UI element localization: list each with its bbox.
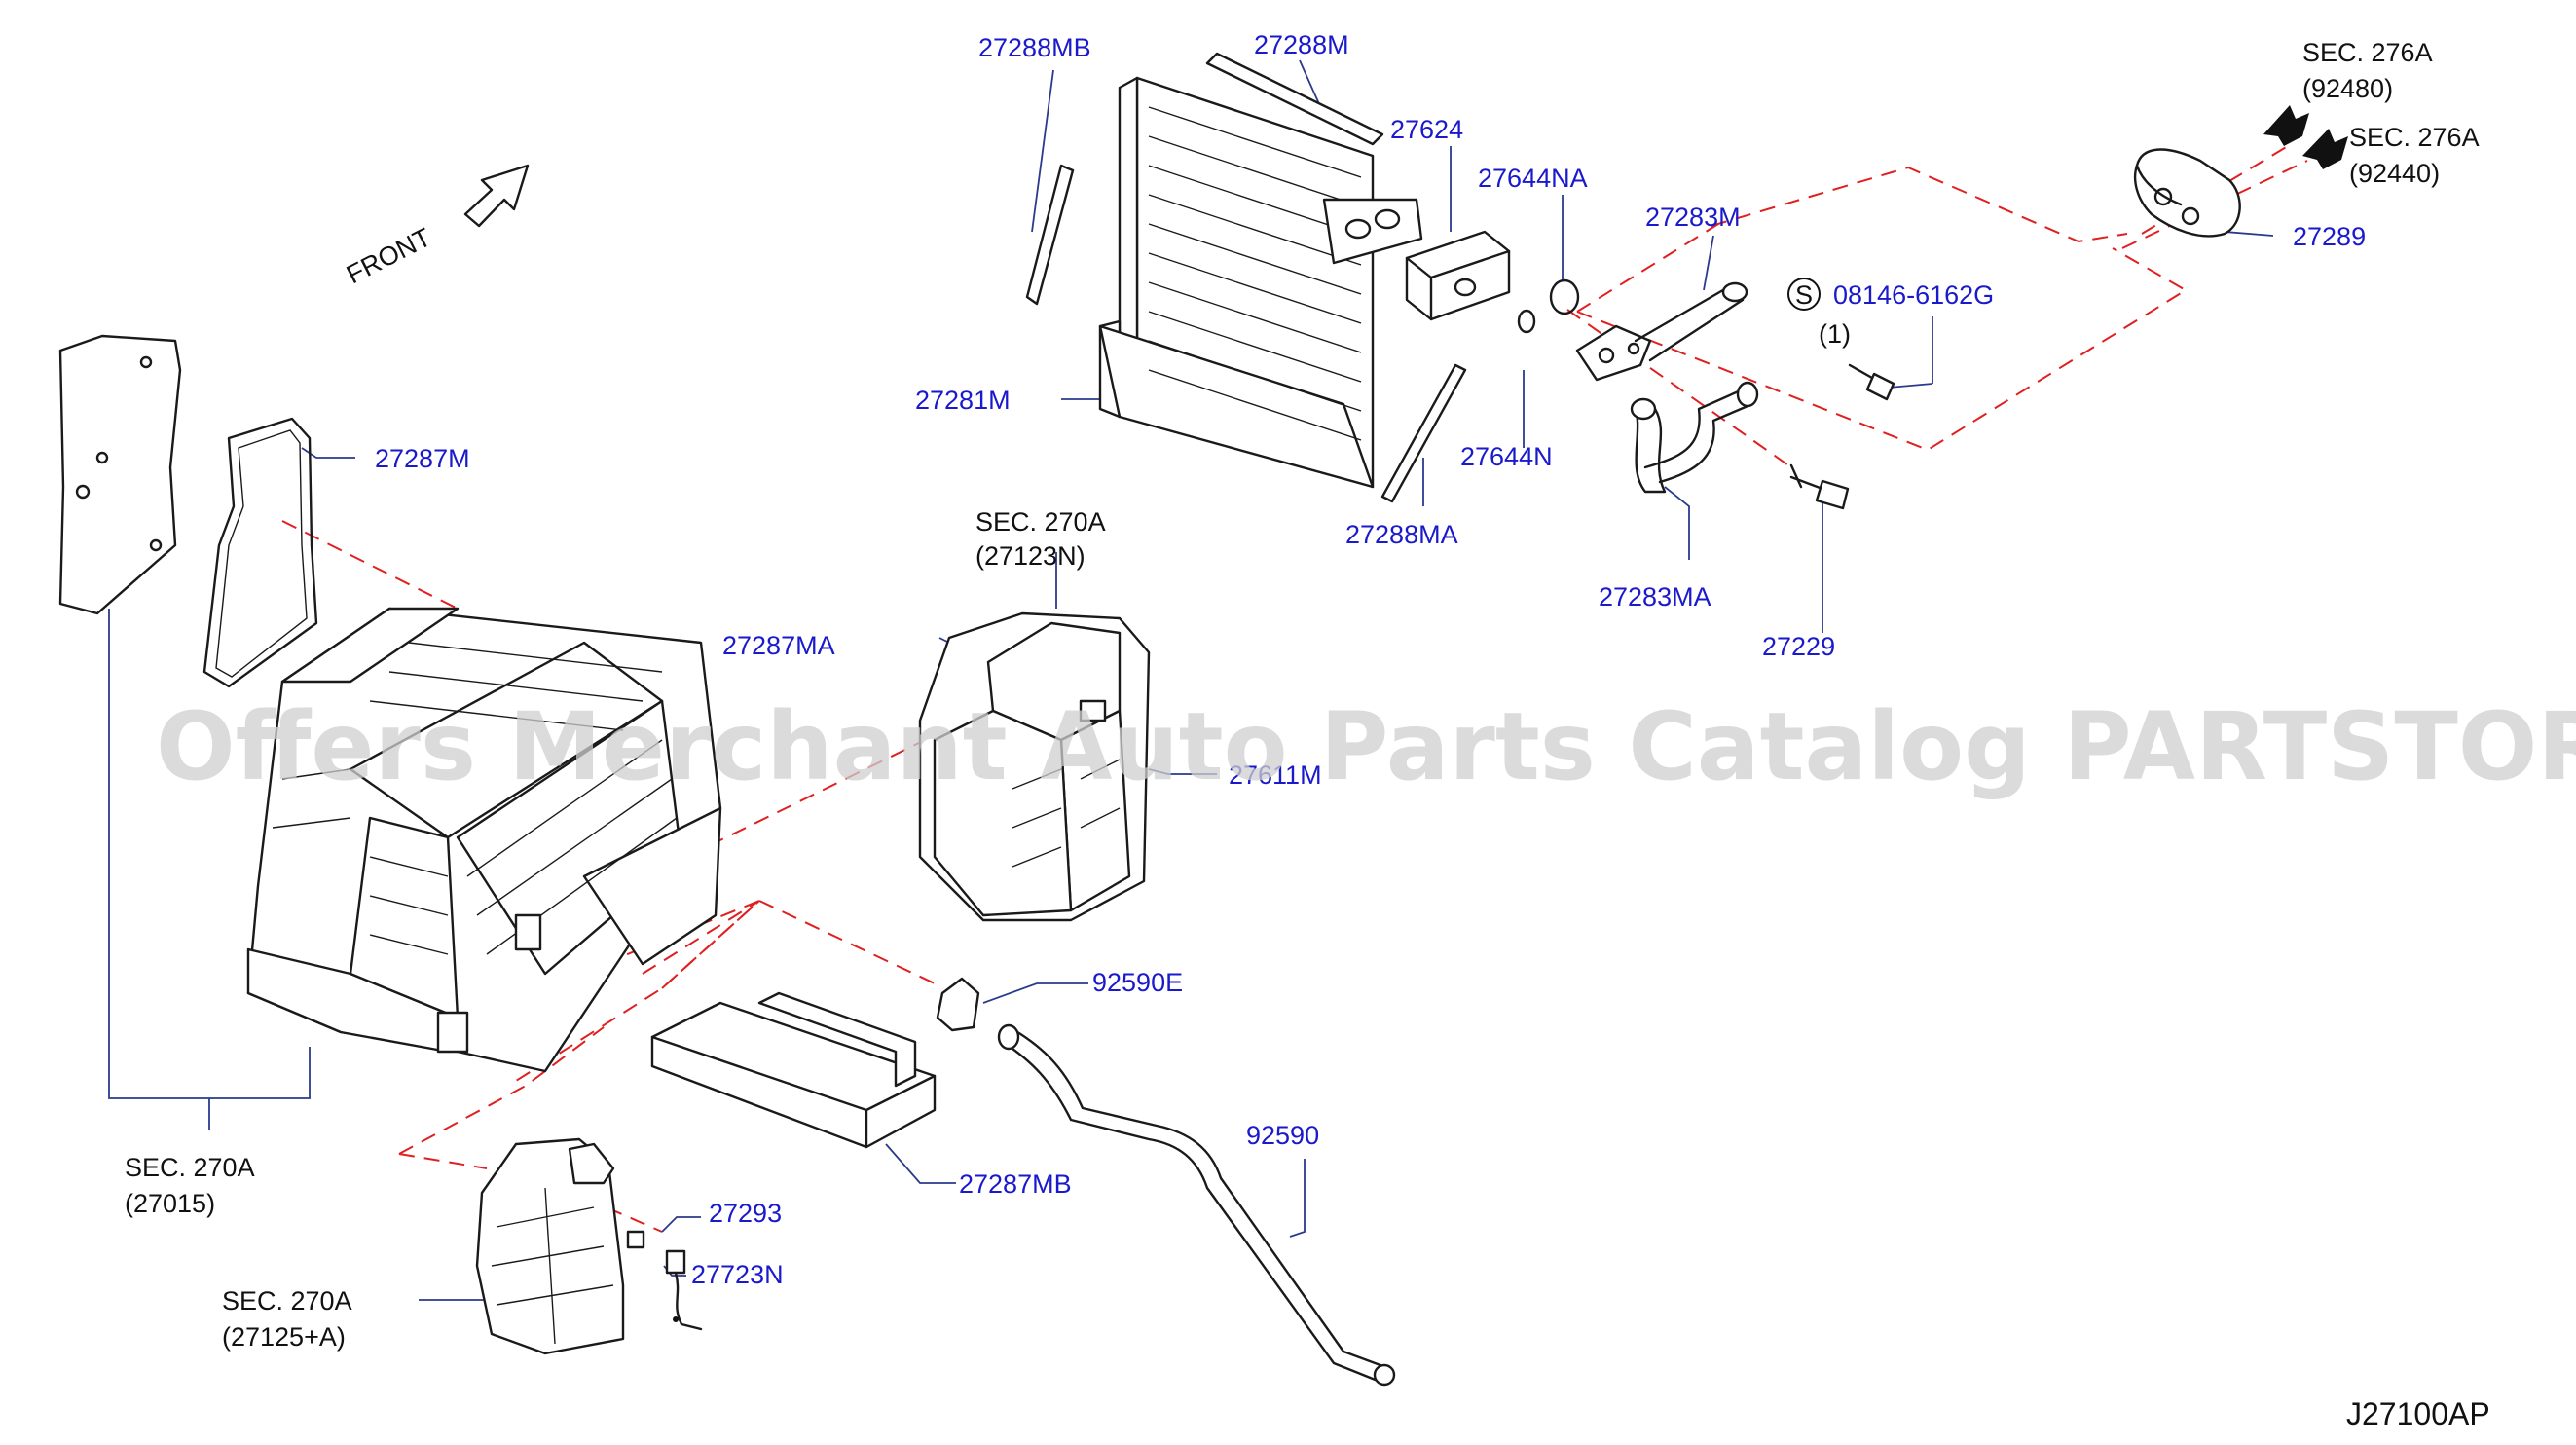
label-92590E[interactable]: 92590E bbox=[1092, 968, 1183, 997]
label-27283M[interactable]: 27283M bbox=[1645, 203, 1741, 232]
label-27287M[interactable]: 27287M bbox=[375, 444, 470, 473]
label-27287MA[interactable]: 27287MA bbox=[722, 631, 835, 660]
label-27288M[interactable]: 27288M bbox=[1254, 30, 1349, 59]
sec-276a-92440-line2[interactable]: (92440) bbox=[2349, 159, 2440, 188]
drain-hose-drawing bbox=[936, 977, 1396, 1387]
foam-seals-drawing bbox=[1025, 52, 1467, 503]
label-27283MA[interactable]: 27283MA bbox=[1599, 582, 1711, 611]
label-27611M[interactable]: 27611M bbox=[1229, 760, 1322, 790]
label-92590[interactable]: 92590 bbox=[1246, 1121, 1319, 1150]
watermark-text: Offers Merchant Auto Parts Catalog PARTS… bbox=[156, 692, 2576, 801]
label-27644N[interactable]: 27644N bbox=[1460, 442, 1553, 471]
label-27723N[interactable]: 27723N bbox=[691, 1260, 784, 1289]
sec-270a-27125a-line1[interactable]: SEC. 270A bbox=[222, 1286, 352, 1315]
sec-276a-92440-line1[interactable]: SEC. 276A bbox=[2349, 123, 2480, 152]
ac-pipes-drawing bbox=[1575, 281, 1759, 494]
label-27288MA[interactable]: 27288MA bbox=[1345, 520, 1458, 549]
label-27229[interactable]: 27229 bbox=[1762, 632, 1835, 661]
diagram-code: J27100AP bbox=[2346, 1396, 2490, 1431]
air-filter-drawing bbox=[650, 991, 937, 1149]
sec-270a-27123n-line2[interactable]: (27123N) bbox=[975, 541, 1086, 571]
expansion-valve-drawing bbox=[1405, 230, 1580, 334]
bolts-drawing bbox=[1789, 363, 1895, 510]
label-27288MB[interactable]: 27288MB bbox=[978, 33, 1091, 62]
sec-276a-92480-line1[interactable]: SEC. 276A bbox=[2302, 38, 2433, 67]
case-gaskets-drawing bbox=[58, 334, 318, 688]
intake-unit-drawing bbox=[475, 1137, 703, 1355]
sec-270a-27015-line2[interactable]: (27015) bbox=[125, 1189, 215, 1218]
label-27289[interactable]: 27289 bbox=[2293, 222, 2366, 251]
label-27624[interactable]: 27624 bbox=[1390, 115, 1463, 144]
label-27281M[interactable]: 27281M bbox=[915, 386, 1011, 415]
screw-symbol: S bbox=[1787, 278, 1821, 311]
section-references: SEC. 276A (92480) SEC. 276A (92440) SEC.… bbox=[125, 38, 2480, 1352]
label-08146-6162G[interactable]: 08146-6162G bbox=[1833, 280, 1994, 310]
label-27293[interactable]: 27293 bbox=[709, 1199, 782, 1228]
label-27287MB[interactable]: 27287MB bbox=[959, 1169, 1072, 1199]
part-labels: 27288MB 27288M 27624 27644NA 27283M 0814… bbox=[375, 30, 2366, 1289]
evaporator-core-drawing bbox=[1098, 76, 1423, 489]
evaporator-case-drawing bbox=[918, 611, 1151, 922]
sec-276a-92480-line2[interactable]: (92480) bbox=[2302, 74, 2393, 103]
grommet-drawing bbox=[2133, 148, 2241, 238]
front-arrow-icon bbox=[463, 164, 530, 228]
label-quantity: (1) bbox=[1819, 319, 1851, 349]
label-27644NA[interactable]: 27644NA bbox=[1478, 164, 1588, 193]
heater-case-drawing bbox=[246, 607, 722, 1073]
sec-270a-27123n-line1[interactable]: SEC. 270A bbox=[975, 507, 1106, 537]
front-label: FRONT bbox=[342, 222, 435, 289]
sec-270a-27125a-line2[interactable]: (27125+A) bbox=[222, 1322, 346, 1352]
sec-270a-27015-line1[interactable]: SEC. 270A bbox=[125, 1153, 255, 1182]
sec-276a-arrows bbox=[2263, 105, 2348, 169]
screw-symbol-letter: S bbox=[1795, 280, 1813, 310]
